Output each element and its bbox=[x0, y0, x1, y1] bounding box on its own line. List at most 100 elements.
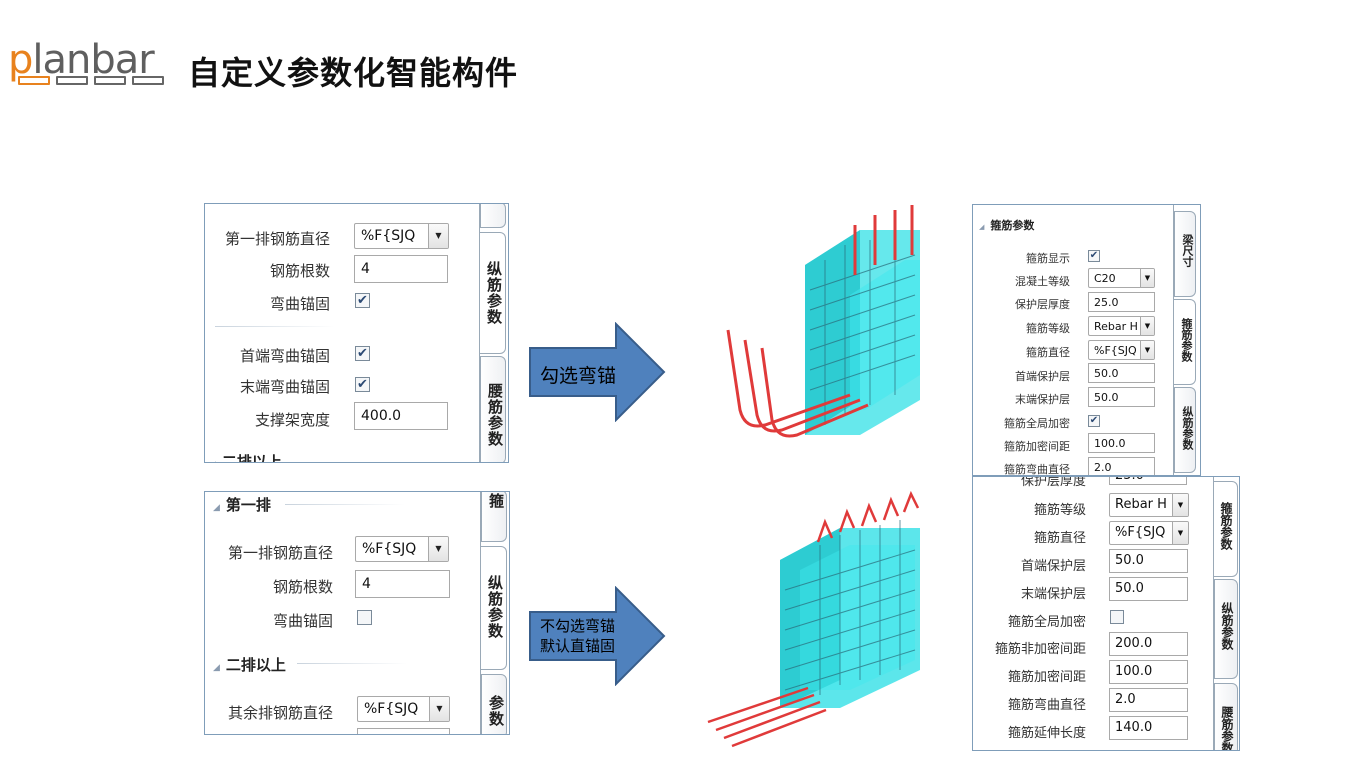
chevron-down-icon: ▼ bbox=[428, 224, 448, 248]
stirrup-display-label: 箍筋显示 bbox=[1026, 252, 1070, 265]
end-bend-anchor-checkbox[interactable]: ✔ bbox=[355, 377, 370, 392]
tab-params-partial-label: 参数 bbox=[487, 695, 505, 727]
tab-beam-size[interactable]: 梁尺寸 bbox=[1174, 211, 1196, 297]
extension-length-label: 箍筋延伸长度 bbox=[1007, 726, 1086, 741]
other-rows-diameter-select[interactable]: %F{SJQ▼ bbox=[357, 696, 450, 722]
bend-anchor-checkbox-2[interactable] bbox=[357, 610, 372, 625]
cover-thickness-label: 保护层厚度 bbox=[1015, 298, 1070, 311]
tab-top-partial[interactable] bbox=[480, 204, 506, 228]
chevron-down-icon: ▼ bbox=[1172, 494, 1188, 516]
global-densify-label-2: 箍筋全局加密 bbox=[1007, 615, 1086, 630]
stirrup-grade-select-2[interactable]: Rebar H▼ bbox=[1109, 493, 1189, 517]
chevron-down-icon: ▼ bbox=[429, 697, 449, 721]
tab-longitudinal-rebar[interactable]: 纵筋参数 bbox=[480, 232, 506, 354]
tab-waist-rebar-label: 腰筋参数 bbox=[486, 383, 504, 447]
arrow-1-label: 勾选弯锚 bbox=[540, 365, 617, 387]
section-second-row-plus-2[interactable]: ◢二排以上 bbox=[213, 656, 286, 674]
non-densify-spacing-input[interactable]: 200.0 bbox=[1109, 632, 1188, 656]
bend-diameter-input-2[interactable]: 2.0 bbox=[1109, 688, 1188, 712]
cover-thickness-input[interactable]: 25.0 bbox=[1088, 292, 1155, 312]
beam-3d-view-bent-anchor bbox=[726, 205, 920, 438]
stirrup-grade-label: 箍筋等级 bbox=[1026, 322, 1070, 335]
bend-diameter-input[interactable]: 2.0 bbox=[1088, 457, 1155, 475]
tab-longitudinal-params[interactable]: 纵筋参数 bbox=[1174, 387, 1196, 473]
start-cover-label: 首端保护层 bbox=[1015, 370, 1070, 383]
end-cover-label: 末端保护层 bbox=[1015, 393, 1070, 406]
collapse-icon: ◢ bbox=[209, 460, 216, 462]
arrow-2-line-2: 默认直锚固 bbox=[540, 637, 616, 655]
tab-beam-size-label: 梁尺寸 bbox=[1181, 234, 1194, 267]
section-second-row-plus[interactable]: ◢二排以上 bbox=[209, 451, 282, 462]
chevron-down-icon: ▼ bbox=[1140, 341, 1154, 359]
start-cover-input[interactable]: 50.0 bbox=[1088, 363, 1155, 383]
planbar-logo: planbar bbox=[8, 40, 170, 92]
bend-diameter-label-2: 箍筋弯曲直径 bbox=[1007, 698, 1086, 713]
collapse-icon: ◢ bbox=[979, 223, 985, 231]
tab-waist-rebar[interactable]: 腰筋参数 bbox=[480, 356, 506, 462]
tab-params-partial[interactable]: 参数 bbox=[481, 674, 507, 734]
densify-spacing-input-2[interactable]: 100.0 bbox=[1109, 660, 1188, 684]
first-row-diameter-select[interactable]: %F{SJQ▼ bbox=[354, 223, 449, 249]
bend-anchor-checkbox[interactable]: ✔ bbox=[355, 293, 370, 308]
densify-spacing-label: 箍筋加密间距 bbox=[1004, 440, 1070, 453]
tab-longitudinal-params-label: 纵筋参数 bbox=[1181, 406, 1194, 450]
bend-anchor-label-2: 弯曲锚固 bbox=[272, 612, 333, 630]
tab-stirrup-params[interactable]: 箍筋参数 bbox=[1174, 299, 1196, 385]
beam-3d-view-straight-anchor bbox=[707, 490, 920, 748]
start-cover-input-2[interactable]: 50.0 bbox=[1109, 549, 1188, 573]
rebar-count-input-2[interactable]: 4 bbox=[355, 570, 450, 598]
stirrup-grade-select[interactable]: Rebar H▼ bbox=[1088, 316, 1155, 336]
tab-stirrup-params-label: 箍筋参数 bbox=[1180, 318, 1193, 362]
arrow-2-line-1: 不勾选弯锚 bbox=[540, 617, 616, 635]
start-bend-anchor-label: 首端弯曲锚固 bbox=[239, 347, 330, 365]
tab-stirrup-partial-label: 箍 bbox=[487, 493, 505, 509]
next-row-input-partial[interactable] bbox=[357, 728, 450, 734]
section-first-row[interactable]: ◢第一排 bbox=[213, 496, 271, 514]
stirrup-diameter-select[interactable]: %F{SJQ▼ bbox=[1088, 340, 1155, 360]
end-cover-input-2[interactable]: 50.0 bbox=[1109, 577, 1188, 601]
tab-longitudinal-rebar-2[interactable]: 纵筋参数 bbox=[481, 546, 507, 670]
densify-spacing-input[interactable]: 100.0 bbox=[1088, 433, 1155, 453]
global-densify-checkbox-2[interactable] bbox=[1110, 610, 1124, 624]
start-cover-label-2: 首端保护层 bbox=[1020, 559, 1086, 574]
page-title: 自定义参数化智能构件 bbox=[188, 54, 519, 92]
arrow-right-1 bbox=[529, 322, 666, 422]
first-row-diameter-select-2[interactable]: %F{SJQ▼ bbox=[355, 536, 449, 562]
rebar-count-input[interactable]: 4 bbox=[354, 255, 448, 283]
arrow-2-label: 不勾选弯锚 默认直锚固 bbox=[540, 616, 615, 656]
end-cover-label-2: 末端保护层 bbox=[1020, 587, 1086, 602]
densify-spacing-label-2: 箍筋加密间距 bbox=[1007, 670, 1086, 685]
first-row-diameter-label-2: 第一排钢筋直径 bbox=[227, 544, 333, 562]
chevron-down-icon: ▼ bbox=[428, 537, 448, 561]
tab-longitudinal-params-2[interactable]: 纵筋参数 bbox=[1214, 579, 1238, 679]
extension-length-input[interactable]: 140.0 bbox=[1109, 716, 1188, 740]
start-bend-anchor-checkbox[interactable]: ✔ bbox=[355, 346, 370, 361]
chevron-down-icon: ▼ bbox=[1172, 522, 1188, 544]
chevron-down-icon: ▼ bbox=[1140, 269, 1154, 287]
stirrup-diameter-label: 箍筋直径 bbox=[1026, 346, 1070, 359]
rebar-count-label: 钢筋根数 bbox=[269, 262, 330, 280]
end-cover-input[interactable]: 50.0 bbox=[1088, 387, 1155, 407]
rebar-properties-panel-2: 箍 纵筋参数 参数 ◢第一排 第一排钢筋直径 %F{SJQ▼ 钢筋根数 4 弯曲… bbox=[204, 491, 510, 735]
cover-thickness-cut-label: 保护层厚度 bbox=[1020, 476, 1086, 489]
tab-longitudinal-rebar-2-label: 纵筋参数 bbox=[486, 575, 504, 639]
divider bbox=[285, 504, 405, 505]
rebar-count-label-2: 钢筋根数 bbox=[272, 578, 333, 596]
cover-thickness-cut-input[interactable]: 25.0 bbox=[1109, 477, 1187, 485]
concrete-grade-select[interactable]: C20▼ bbox=[1088, 268, 1155, 288]
stirrup-properties-panel-large: 箍筋参数 纵筋参数 腰筋参数 保护层厚度 25.0 箍筋等级 Rebar H▼ … bbox=[972, 476, 1240, 751]
other-rows-diameter-label: 其余排钢筋直径 bbox=[227, 704, 333, 722]
logo-tool-icons bbox=[18, 76, 164, 85]
stirrup-diameter-select-2[interactable]: %F{SJQ▼ bbox=[1109, 521, 1189, 545]
concrete-grade-label: 混凝土等级 bbox=[1015, 275, 1070, 288]
tab-stirrup-params-2[interactable]: 箍筋参数 bbox=[1214, 481, 1238, 577]
first-row-diameter-label: 第一排钢筋直径 bbox=[224, 230, 330, 248]
stirrup-display-checkbox[interactable]: ✔ bbox=[1088, 250, 1100, 262]
tab-waist-params-2[interactable]: 腰筋参数 bbox=[1214, 683, 1238, 750]
global-densify-checkbox[interactable]: ✔ bbox=[1088, 415, 1100, 427]
tab-stirrup-partial[interactable]: 箍 bbox=[481, 492, 507, 542]
end-bend-anchor-label: 末端弯曲锚固 bbox=[239, 378, 330, 396]
support-width-input[interactable]: 400.0 bbox=[354, 402, 448, 430]
non-densify-spacing-label: 箍筋非加密间距 bbox=[994, 642, 1086, 657]
section-stirrup-params[interactable]: ◢箍筋参数 bbox=[979, 219, 1035, 232]
